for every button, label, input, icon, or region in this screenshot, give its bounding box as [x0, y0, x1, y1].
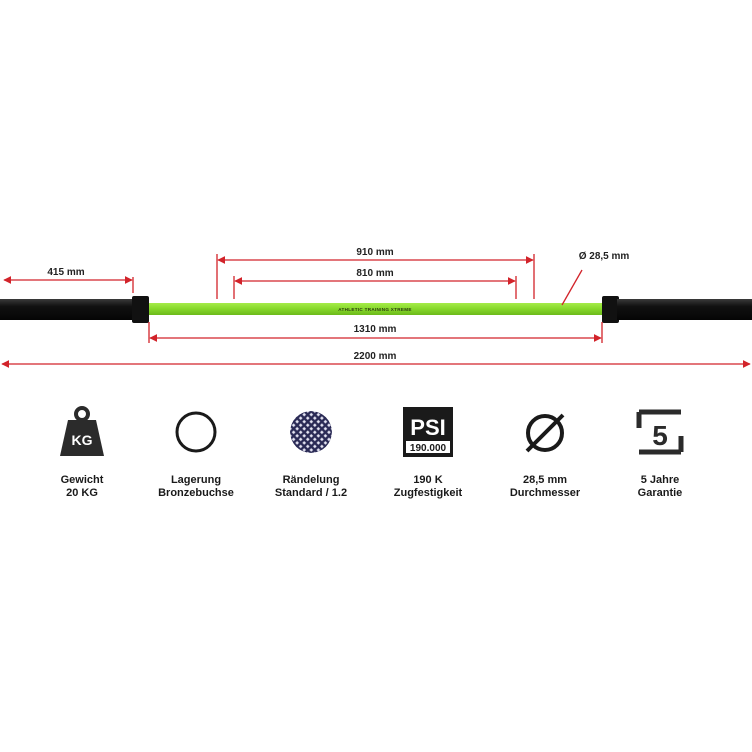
- warranty-icon: 5: [636, 409, 684, 455]
- bearing-ring-icon: [175, 411, 217, 453]
- feature-line1: Gewicht: [60, 474, 104, 486]
- weight-icon: KG: [60, 406, 104, 456]
- knurling-icon: [290, 411, 332, 453]
- diameter-leader-line: [561, 269, 583, 306]
- svg-text:KG: KG: [72, 432, 93, 448]
- knurl-outer-label: 910 mm: [356, 247, 393, 258]
- barbell-diagram: ATHLETIC TRAINING XTREME 415 mm 910 mm 8…: [0, 247, 752, 368]
- left-collar: [132, 296, 149, 323]
- brand-text: ATHLETIC TRAINING XTREME: [338, 307, 411, 312]
- feature-line2: Standard / 1.2: [274, 487, 348, 499]
- barbell: ATHLETIC TRAINING XTREME: [0, 296, 752, 323]
- right-collar: [602, 296, 619, 323]
- feature-line2: 20 KG: [66, 487, 98, 499]
- total-length-label: 2200 mm: [354, 351, 397, 362]
- shaft-length-label: 1310 mm: [354, 324, 397, 335]
- feature-line1: Rändelung: [282, 474, 340, 486]
- left-sleeve: [0, 299, 134, 320]
- feature-line1: 5 Jahre: [640, 474, 680, 486]
- feature-line2: Garantie: [637, 487, 683, 499]
- svg-text:5: 5: [652, 420, 668, 451]
- right-sleeve: [617, 299, 752, 320]
- diameter-label: Ø 28,5 mm: [579, 251, 630, 262]
- knurl-inner-label: 810 mm: [356, 268, 393, 279]
- feature-line1: 28,5 mm: [522, 474, 568, 486]
- feature-line1: 190 K: [413, 474, 443, 486]
- dimension-lines: [1, 254, 751, 368]
- feature-line2: Durchmesser: [509, 487, 581, 499]
- svg-text:PSI: PSI: [410, 415, 445, 440]
- diameter-icon: [525, 413, 565, 453]
- feature-line2: Bronzebuchse: [158, 487, 234, 499]
- sleeve-length-label: 415 mm: [47, 267, 84, 278]
- shaft: [149, 303, 602, 315]
- feature-line1: Lagerung: [170, 474, 222, 486]
- psi-icon: PSI 190.000: [403, 407, 453, 457]
- feature-line2: Zugfestigkeit: [393, 487, 463, 499]
- svg-text:190.000: 190.000: [410, 443, 447, 454]
